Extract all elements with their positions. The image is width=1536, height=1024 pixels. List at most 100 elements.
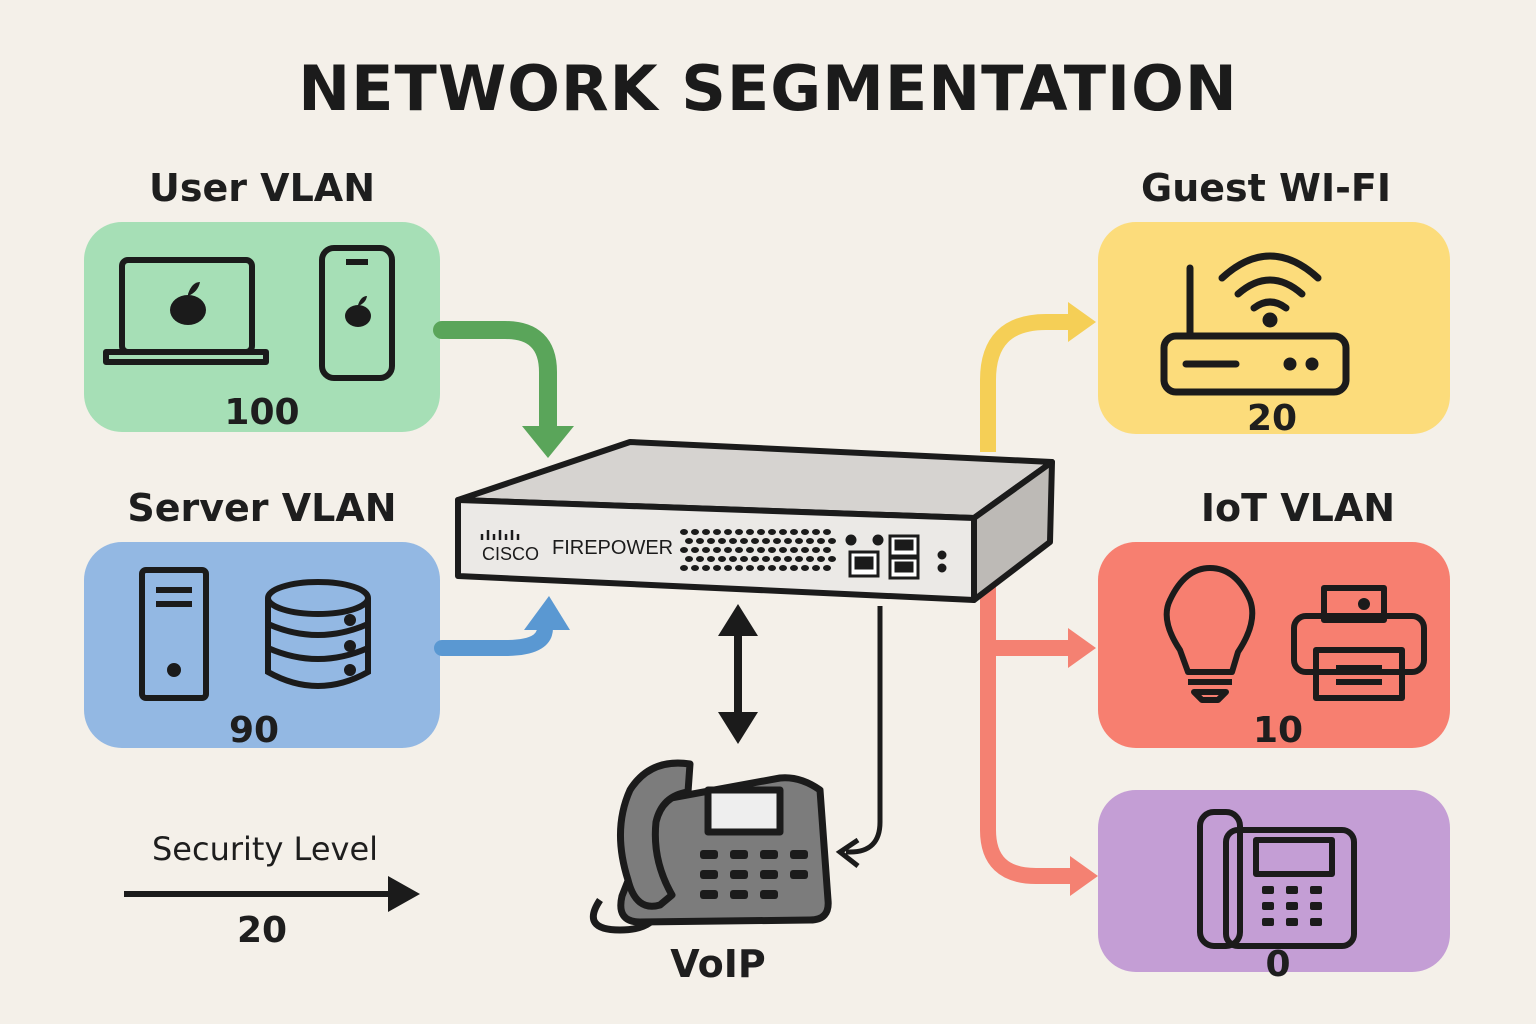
vent-hole bbox=[735, 547, 743, 553]
vent-hole bbox=[812, 565, 820, 571]
cisco-logo bbox=[480, 530, 520, 540]
vent-hole bbox=[806, 538, 814, 544]
vent-hole bbox=[713, 565, 721, 571]
vent-hole bbox=[812, 529, 820, 535]
voip-cable bbox=[835, 606, 883, 868]
guest-wifi-level: 20 bbox=[1246, 398, 1298, 439]
vent-hole bbox=[680, 529, 688, 535]
vent-hole bbox=[702, 529, 710, 535]
vent-hole bbox=[828, 538, 836, 544]
vent-hole bbox=[680, 565, 688, 571]
vent-hole bbox=[779, 547, 787, 553]
legend-arrow bbox=[124, 876, 420, 912]
firewall-appliance bbox=[455, 439, 1055, 603]
vent-hole bbox=[757, 547, 765, 553]
vent-hole bbox=[718, 556, 726, 562]
vent-hole bbox=[779, 529, 787, 535]
vent-hole bbox=[718, 538, 726, 544]
user-vlan-label: User VLAN bbox=[148, 166, 376, 210]
vent-hole bbox=[762, 556, 770, 562]
vent-hole bbox=[784, 556, 792, 562]
vent-hole bbox=[685, 556, 693, 562]
vent-hole bbox=[790, 529, 798, 535]
vent-hole bbox=[696, 556, 704, 562]
desk-phone-icon bbox=[1197, 809, 1357, 949]
vent-hole bbox=[823, 547, 831, 553]
vent-hole bbox=[713, 547, 721, 553]
server-tower-icon bbox=[139, 567, 209, 701]
vent-hole bbox=[773, 538, 781, 544]
voice-zone-box bbox=[1098, 790, 1450, 972]
vent-hole bbox=[801, 547, 809, 553]
apple-logo-icon bbox=[170, 282, 206, 325]
vent-hole bbox=[691, 565, 699, 571]
vent-hole bbox=[735, 529, 743, 535]
vent-grille bbox=[680, 529, 836, 571]
guest-wifi-arrow bbox=[980, 302, 1096, 452]
vent-hole bbox=[707, 556, 715, 562]
server-vlan-level: 90 bbox=[228, 710, 280, 751]
vent-hole bbox=[812, 547, 820, 553]
iot-vlan-level: 10 bbox=[1252, 710, 1304, 751]
vent-hole bbox=[702, 565, 710, 571]
vent-hole bbox=[768, 565, 776, 571]
vent-hole bbox=[762, 538, 770, 544]
iot-vlan-arrow bbox=[980, 585, 1098, 896]
vent-hole bbox=[746, 565, 754, 571]
vent-hole bbox=[795, 538, 803, 544]
voip-phone-keys bbox=[700, 850, 808, 899]
vent-hole bbox=[746, 529, 754, 535]
vent-hole bbox=[729, 538, 737, 544]
vent-hole bbox=[795, 556, 803, 562]
server-vlan-label: Server VLAN bbox=[127, 486, 397, 530]
vent-hole bbox=[790, 547, 798, 553]
wifi-router-icon bbox=[1160, 252, 1350, 396]
vent-hole bbox=[707, 538, 715, 544]
legend-value: 20 bbox=[236, 910, 288, 951]
firewall-model: FIREPOWER bbox=[552, 537, 673, 559]
vent-hole bbox=[817, 556, 825, 562]
firewall-brand: CISCO bbox=[482, 544, 539, 564]
vent-hole bbox=[801, 565, 809, 571]
database-icon bbox=[265, 579, 371, 689]
apple-logo-icon bbox=[345, 296, 371, 327]
user-vlan-level: 100 bbox=[224, 392, 300, 433]
vent-hole bbox=[801, 529, 809, 535]
vent-hole bbox=[702, 547, 710, 553]
lightbulb-icon bbox=[1163, 565, 1256, 703]
legend-label: Security Level bbox=[151, 830, 379, 868]
user-vlan-arrow bbox=[433, 321, 574, 458]
voip-label: VoIP bbox=[670, 942, 766, 986]
vent-hole bbox=[823, 529, 831, 535]
voice-zone-level: 0 bbox=[1265, 944, 1291, 985]
vent-hole bbox=[757, 529, 765, 535]
vent-hole bbox=[828, 556, 836, 562]
vent-hole bbox=[691, 529, 699, 535]
iot-vlan-box bbox=[1098, 542, 1450, 748]
vent-hole bbox=[751, 538, 759, 544]
vent-hole bbox=[779, 565, 787, 571]
vent-hole bbox=[817, 538, 825, 544]
printer-icon bbox=[1291, 585, 1427, 701]
vent-hole bbox=[685, 538, 693, 544]
vent-hole bbox=[768, 529, 776, 535]
vent-hole bbox=[751, 556, 759, 562]
vent-hole bbox=[740, 538, 748, 544]
iot-vlan-label: IoT VLAN bbox=[1200, 486, 1396, 530]
vent-hole bbox=[696, 538, 704, 544]
vent-hole bbox=[823, 565, 831, 571]
vent-hole bbox=[768, 547, 776, 553]
firewall-ports bbox=[845, 534, 947, 580]
vent-hole bbox=[790, 565, 798, 571]
vent-hole bbox=[713, 529, 721, 535]
vent-hole bbox=[724, 547, 732, 553]
vent-hole bbox=[691, 547, 699, 553]
vent-hole bbox=[773, 556, 781, 562]
vent-hole bbox=[806, 556, 814, 562]
vent-hole bbox=[746, 547, 754, 553]
vent-hole bbox=[740, 556, 748, 562]
vent-hole bbox=[724, 565, 732, 571]
vent-hole bbox=[735, 565, 743, 571]
vent-hole bbox=[680, 547, 688, 553]
